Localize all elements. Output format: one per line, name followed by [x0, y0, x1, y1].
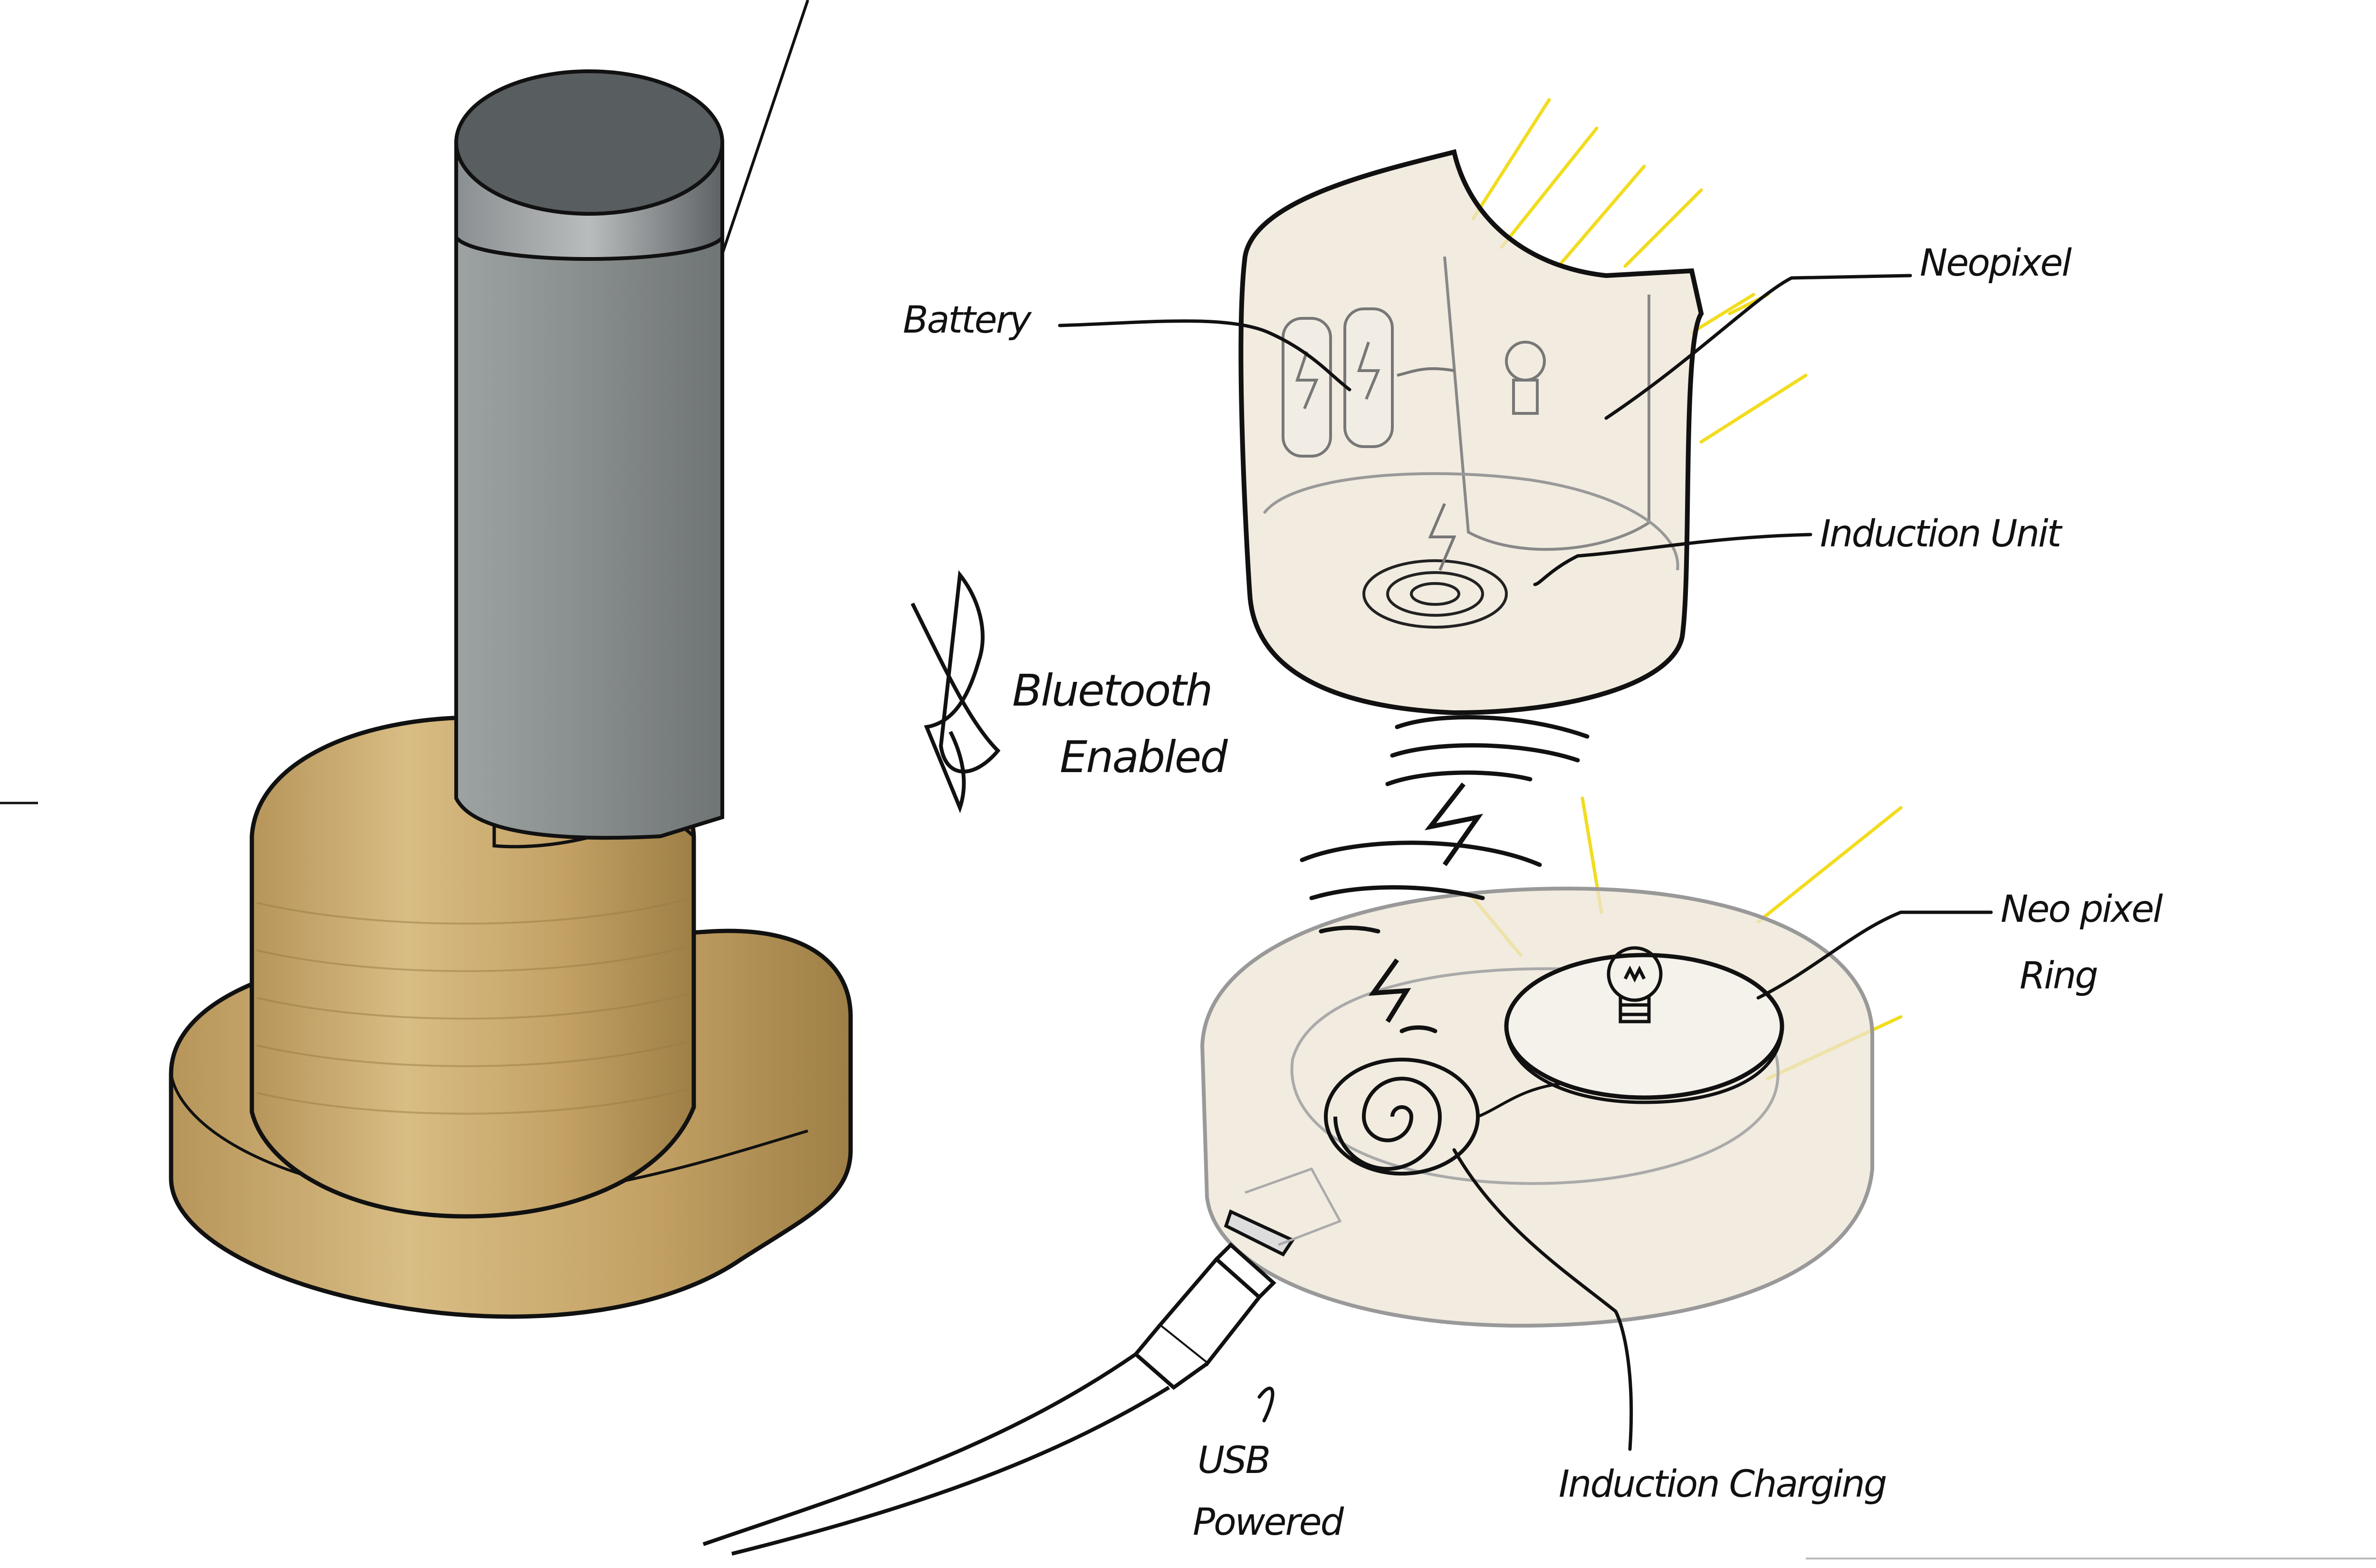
label-neopixel-ring: Neo pixel	[2001, 888, 2163, 931]
label-enabled: Enabled	[1060, 732, 1228, 783]
label-battery: Battery	[903, 299, 1033, 342]
usb-plug-icon	[1136, 1245, 1274, 1387]
bluetooth-icon	[912, 575, 998, 808]
usb-leader	[1259, 1388, 1273, 1421]
label-ring: Ring	[2020, 955, 2097, 997]
label-neopixel: Neopixel	[1920, 242, 2072, 285]
label-induction-unit: Induction Unit	[1820, 513, 2063, 555]
glass-tube	[456, 171, 722, 838]
label-powered: Powered	[1193, 1501, 1344, 1544]
charging-base-sketch	[703, 798, 1901, 1554]
label-bluetooth: Bluetooth	[1012, 665, 1212, 716]
usb-cable	[703, 1354, 1169, 1554]
lamp-render	[0, 0, 851, 1317]
lamp-head-sketch	[1241, 100, 1806, 865]
lightning-bolt-icon	[1430, 784, 1478, 865]
label-usb: USB	[1198, 1439, 1269, 1482]
wireless-waves	[1388, 717, 1587, 784]
cap-top	[456, 71, 722, 214]
label-induction-charging: Induction Charging	[1559, 1463, 1886, 1506]
